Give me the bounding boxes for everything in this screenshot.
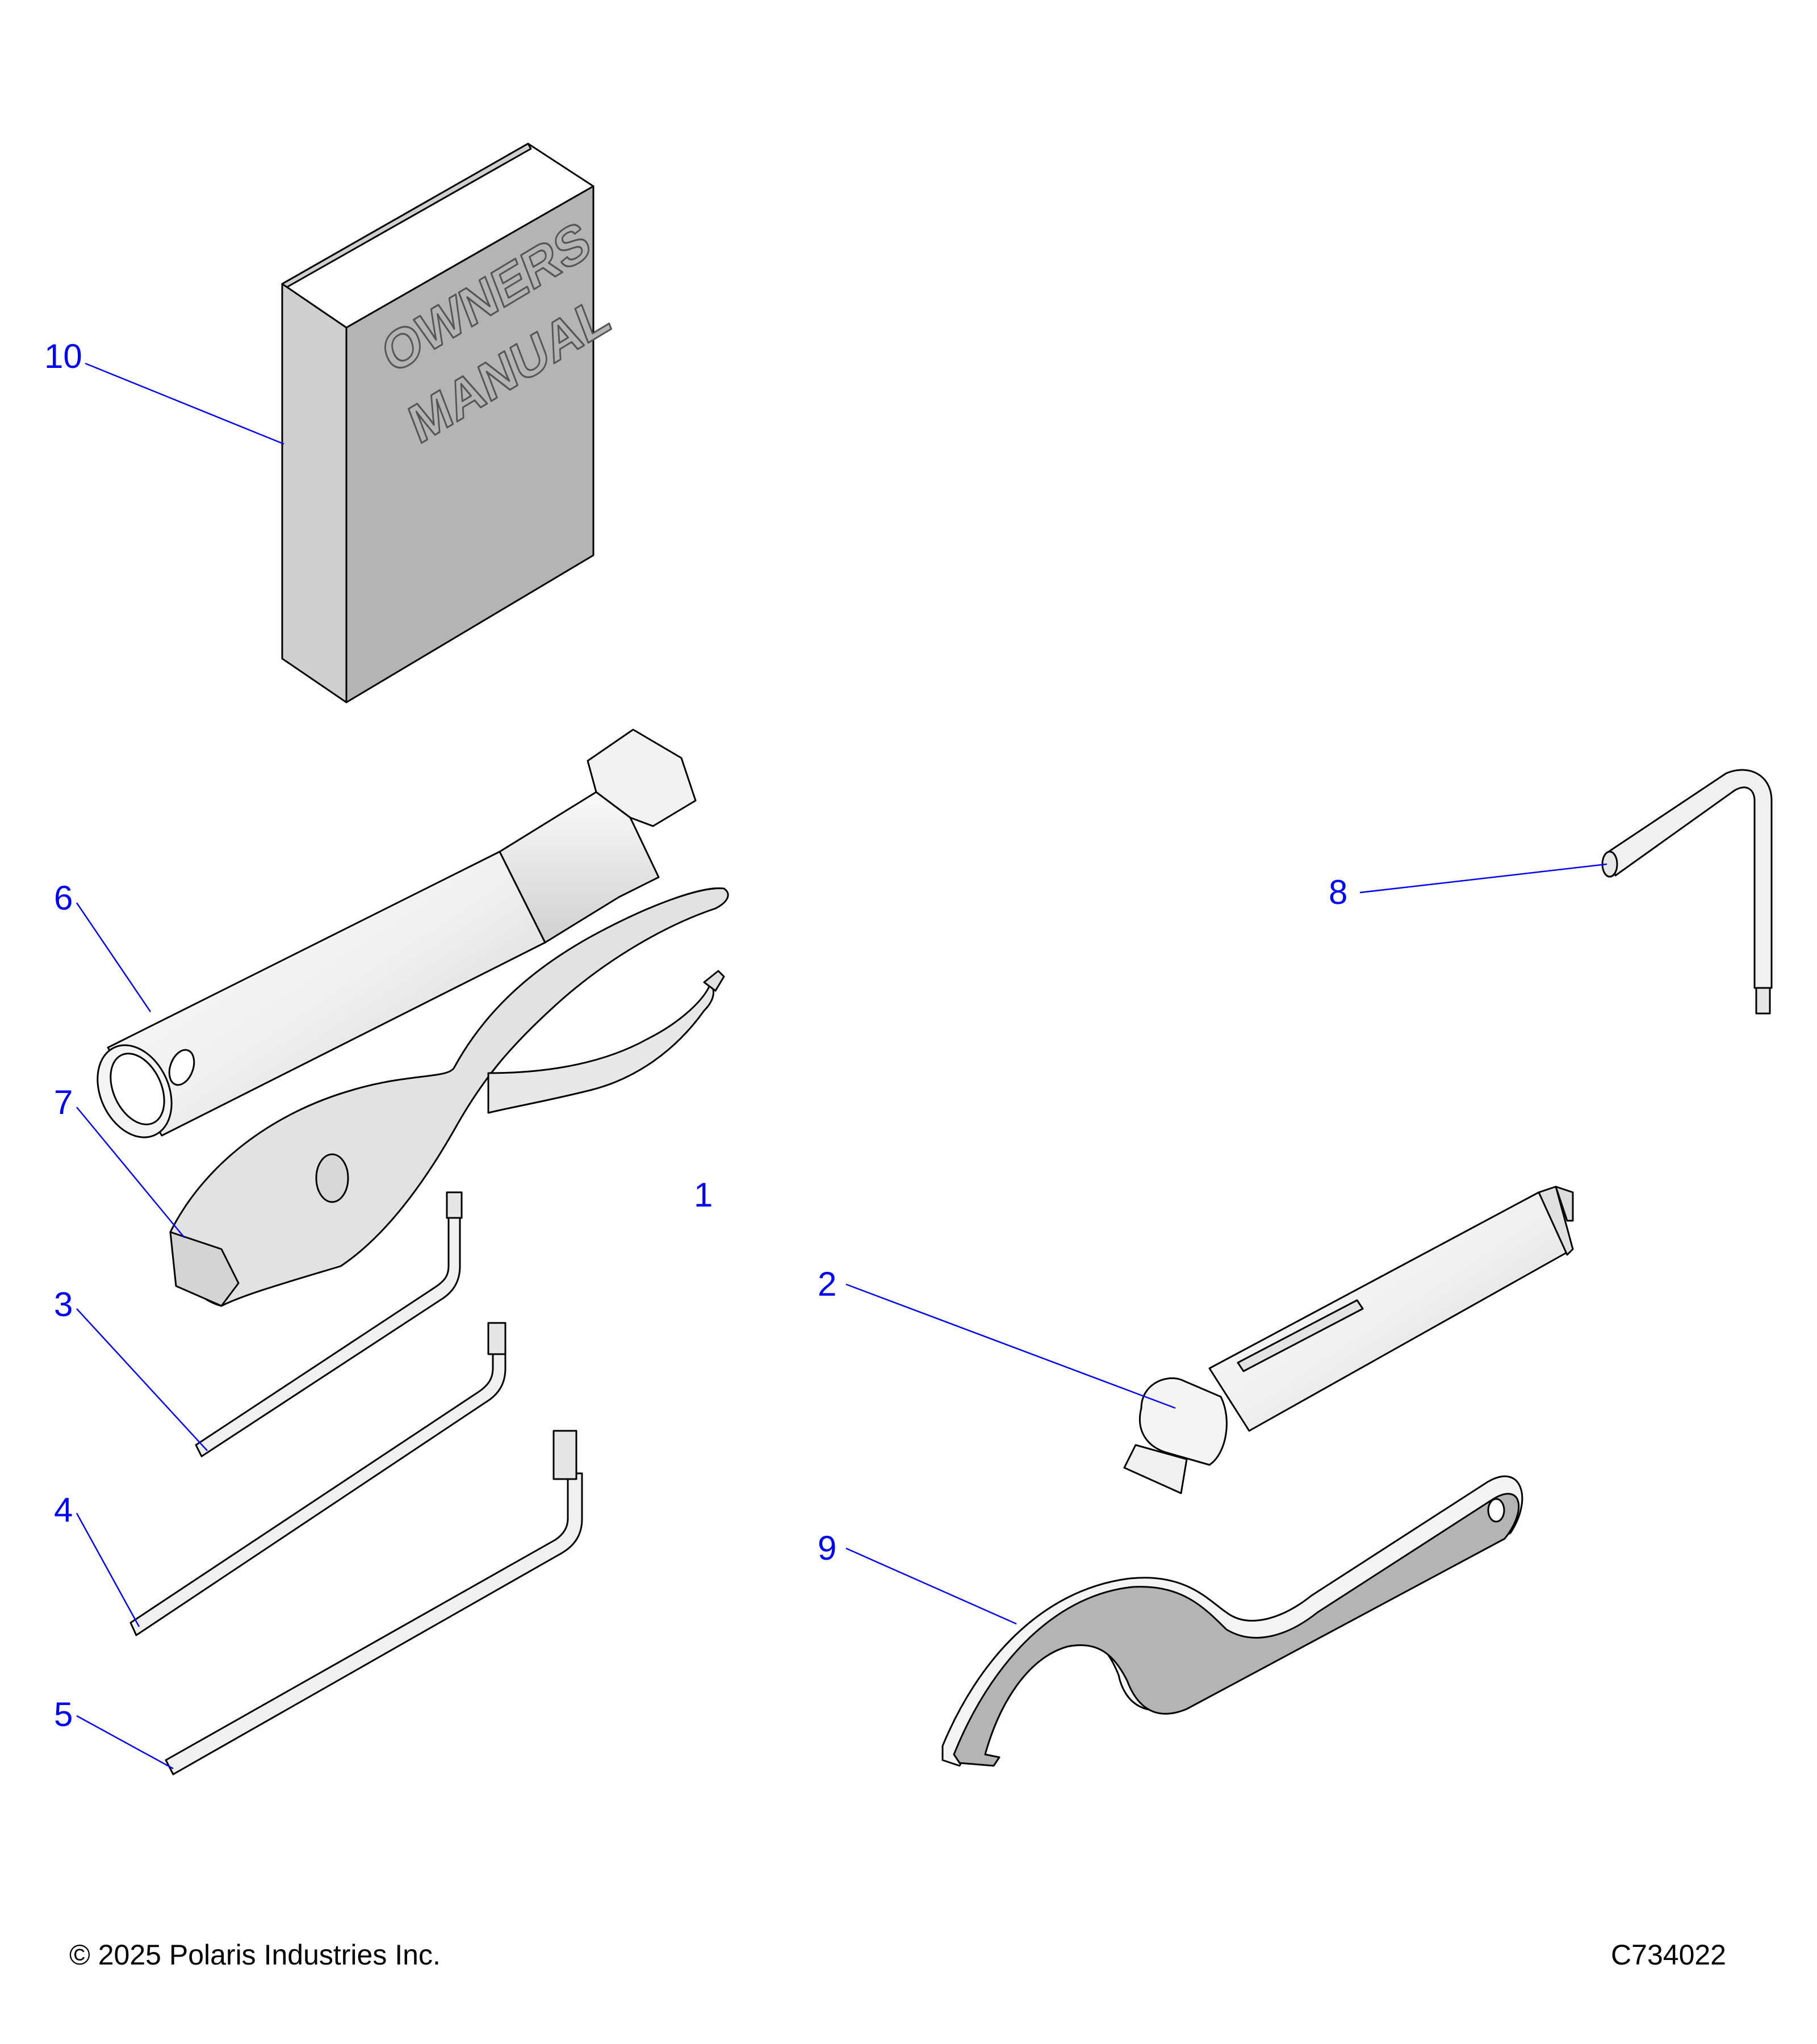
callout-8: 8	[1329, 873, 1348, 911]
callout-5: 5	[54, 1695, 73, 1733]
leader-7	[76, 1107, 185, 1238]
socket-wrench-part	[97, 728, 697, 1138]
leader-8	[1359, 863, 1607, 894]
callout-1: 1	[694, 1176, 713, 1214]
callout-4: 4	[54, 1491, 73, 1529]
diagram-id: C734022	[1611, 1939, 1726, 1971]
pliers-part	[169, 887, 729, 1307]
copyright-notice: © 2025 Polaris Industries Inc.	[69, 1939, 441, 1971]
torx-key-small-part	[195, 1191, 463, 1457]
leader-4	[76, 1513, 140, 1627]
leader-6	[76, 902, 152, 1012]
leader-2	[845, 1283, 1176, 1409]
bent-hex-key-part	[1601, 769, 1773, 1015]
callout-3: 3	[54, 1285, 73, 1323]
owners-manual-part: OWNERS MANUAL	[281, 143, 618, 703]
callout-7: 7	[54, 1083, 73, 1121]
leader-lines	[76, 362, 1607, 1770]
callout-6: 6	[54, 879, 73, 917]
angled-driver-part	[1123, 1186, 1574, 1494]
torx-key-large-part	[165, 1430, 583, 1775]
callout-10: 10	[44, 337, 82, 375]
leader-9	[845, 1547, 1017, 1625]
leader-5	[76, 1715, 174, 1770]
leader-3	[76, 1308, 208, 1451]
torx-key-medium-part	[129, 1322, 506, 1636]
callout-2: 2	[818, 1265, 837, 1303]
leader-10	[85, 362, 284, 445]
spanner-wrench-part	[941, 1475, 1523, 1767]
callout-9: 9	[818, 1529, 837, 1567]
